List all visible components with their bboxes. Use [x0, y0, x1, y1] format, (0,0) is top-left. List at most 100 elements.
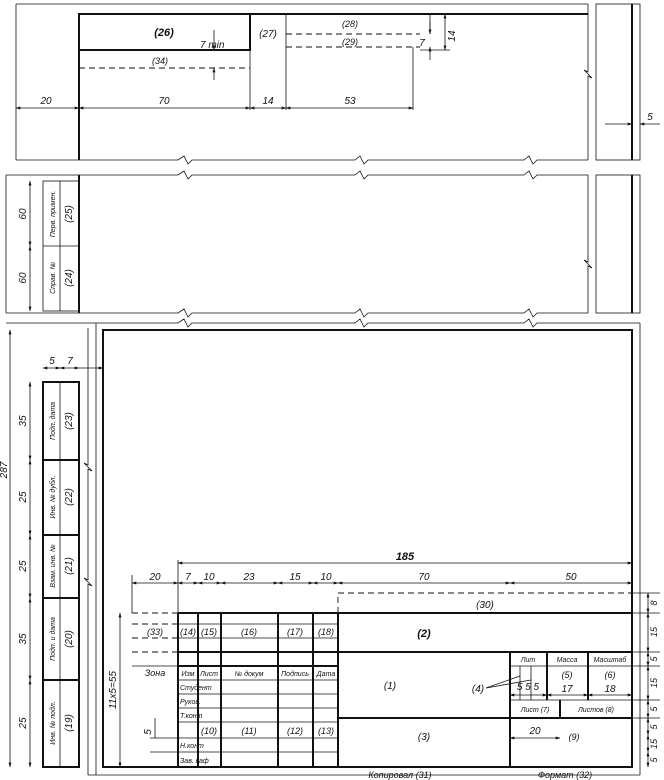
- zavkaf-label: Зав. каф: [180, 758, 209, 765]
- dim-5b: 5: [649, 706, 659, 712]
- label-24: (24): [64, 269, 75, 287]
- dim-7-top: 7: [419, 38, 425, 49]
- label-12: (12): [287, 726, 303, 736]
- data-label: Дата: [316, 671, 336, 678]
- dim-20: 20: [148, 572, 161, 583]
- dim-14-top: 14: [447, 30, 458, 42]
- label-3: (3): [418, 732, 430, 743]
- label-15: (15): [201, 627, 217, 637]
- podp-data-label: Подп. дата: [49, 402, 57, 440]
- dim-70: 70: [418, 572, 430, 583]
- dim-555: 5 5 5: [517, 682, 540, 693]
- label-25: (25): [64, 205, 75, 223]
- dim-5a: 5: [649, 656, 659, 662]
- dim-60b: 60: [18, 272, 29, 284]
- dim-53-top: 53: [344, 96, 356, 107]
- label-1: (1): [384, 681, 396, 692]
- nkont-label: Н.конт: [180, 743, 204, 750]
- dim-7min: 7 min: [200, 40, 225, 51]
- middle-fragment: 60 60 Перв. примен. (25) Справ. № (24): [5, 170, 641, 318]
- dim-14b-top: 14: [262, 96, 274, 107]
- perv-primen-label: Перв. примен.: [50, 191, 57, 238]
- dim-8: 8: [649, 600, 659, 605]
- dim-5c: 5: [649, 724, 659, 730]
- dim-7: 7: [185, 572, 191, 583]
- dim-70-top: 70: [158, 96, 170, 107]
- dim-25b: 25: [18, 560, 29, 573]
- dim-50: 50: [565, 572, 577, 583]
- massa-label: Масса: [557, 657, 578, 664]
- label-2: (2): [417, 628, 431, 640]
- label-6: (6): [605, 670, 616, 680]
- lit-label: Лит: [520, 657, 536, 664]
- ndok-label: № докум: [235, 670, 264, 678]
- dim-25c: 25: [18, 717, 29, 730]
- dim-17: 17: [561, 684, 573, 695]
- label-10: (10): [201, 726, 217, 736]
- dim-5d: 5: [649, 757, 659, 763]
- dim-35a: 35: [18, 415, 29, 427]
- list-label: Лист: [199, 671, 218, 678]
- dim-23: 23: [242, 572, 255, 583]
- dim-185: 185: [396, 551, 415, 563]
- dim-18: 18: [604, 684, 616, 695]
- dim-60a: 60: [18, 208, 29, 220]
- dim-287: 287: [0, 461, 10, 479]
- dim-15a: 15: [649, 626, 659, 637]
- inv-dubl-label: Инв. № дубл.: [49, 475, 57, 518]
- label-27: (27): [259, 29, 277, 40]
- label-26: (26): [154, 27, 174, 39]
- sprav-label: Справ. №: [50, 262, 57, 294]
- dim-20-top: 20: [39, 96, 52, 107]
- label-33: (33): [147, 627, 163, 637]
- dim-5-side: 5: [49, 356, 55, 367]
- dim-10a: 10: [203, 572, 215, 583]
- dim-20b: 20: [528, 726, 541, 737]
- label-9: (9): [569, 732, 580, 742]
- label-34: (34): [152, 56, 168, 66]
- label-23: (23): [64, 412, 75, 430]
- label-22: (22): [64, 488, 75, 506]
- dim-11x5: 11x5=55: [108, 671, 119, 709]
- label-30: (30): [476, 600, 494, 611]
- podpis-label: Подпись: [281, 670, 309, 678]
- label-5: (5): [562, 670, 573, 680]
- label-28: (28): [342, 19, 358, 29]
- top-fragment: (26) (27) (28) (29) (34) 7 min 7 14 20 7…: [15, 3, 660, 165]
- dim-10b: 10: [320, 572, 332, 583]
- label-4: (4): [472, 684, 484, 695]
- title-block: 185 20 7 10 23 15 10 70 50 8 15 5 15 5 5…: [108, 551, 660, 780]
- dim-25a: 25: [18, 491, 29, 504]
- label-29: (29): [342, 37, 358, 47]
- podp-i-data-label: Подп. и дата: [49, 617, 57, 661]
- dim-5-top: 5: [647, 112, 653, 123]
- label-18: (18): [318, 627, 334, 637]
- label-11: (11): [241, 726, 256, 736]
- student-label: Студент: [180, 684, 212, 692]
- izm-label: Изм: [182, 671, 195, 678]
- listov8-label: Листов (8): [577, 707, 614, 714]
- masht-label: Масштаб: [594, 656, 628, 664]
- main-sheet: 287 5 7 35 25 25 35 25 Подп. дата (23) И…: [0, 318, 641, 776]
- label-13: (13): [318, 726, 334, 736]
- zona-label: Зона: [145, 668, 166, 678]
- dim-7-side: 7: [67, 356, 73, 367]
- list7-label: Лист (7): [520, 707, 550, 714]
- format-label: Формат (32): [538, 770, 592, 780]
- inv-podl-label: Инв. № подл.: [49, 701, 57, 744]
- label-21: (21): [64, 557, 75, 575]
- dim-5-left: 5: [143, 729, 154, 735]
- vzam-inv-label: Взам. инв. №: [50, 544, 57, 588]
- dim-15: 15: [289, 572, 301, 583]
- label-19: (19): [64, 714, 75, 732]
- kopiroval-label: Копировал (31): [368, 770, 431, 780]
- dim-15b: 15: [649, 677, 659, 688]
- label-14: (14): [180, 627, 196, 637]
- label-20: (20): [64, 630, 75, 648]
- label-16: (16): [241, 627, 257, 637]
- tkont-label: Т.конт: [180, 713, 203, 720]
- dim-15c: 15: [649, 738, 659, 749]
- ruk-label: Руков.: [180, 699, 201, 706]
